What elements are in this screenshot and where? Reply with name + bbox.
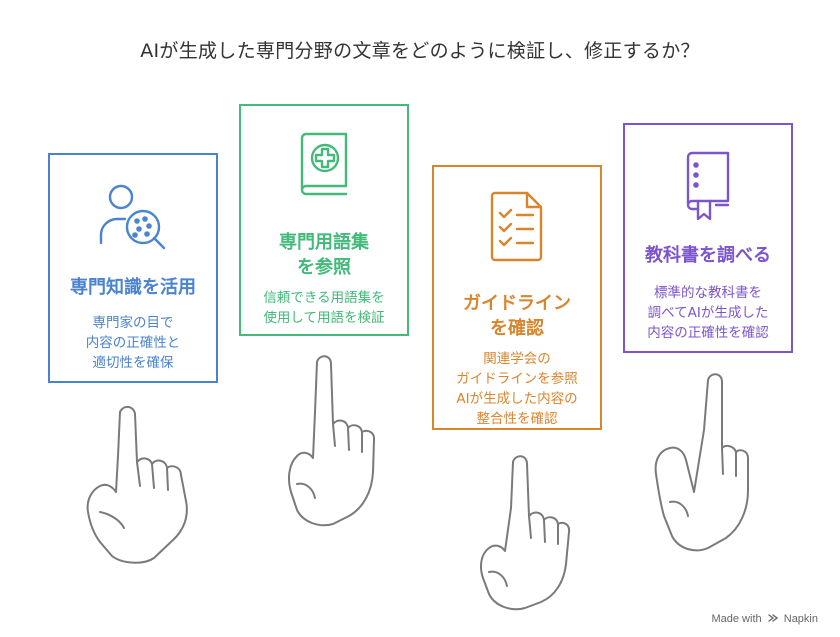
diagram-title: AIが生成した専門分野の文章をどのように検証し、修正するか？	[140, 40, 700, 62]
card-title: 専門用語集 を参照	[279, 232, 369, 278]
card-description: 専門家の目で 内容の正確性と 適切性を確保	[85, 315, 181, 371]
footer-prefix: Made with	[711, 613, 762, 625]
card-description: 関連学会の ガイドラインを参照 AIが生成した内容の 整合性を確認	[456, 351, 578, 427]
medical-book-icon	[241, 130, 407, 202]
card-title: ガイドライン を確認	[463, 293, 571, 339]
card-expert-knowledge: 専門知識を活用 専門家の目で 内容の正確性と 適切性を確保	[48, 153, 218, 383]
card-description: 標準的な教科書を 調べてAIが生成した 内容の正確性を確認	[647, 285, 769, 341]
pointing-hand-icon	[86, 406, 188, 564]
pointing-hand-icon	[480, 455, 571, 611]
card-title: 教科書を調べる	[645, 245, 771, 266]
napkin-attribution: Made with Napkin	[711, 612, 818, 625]
pointing-hand-icon	[288, 355, 376, 527]
card-glossary: 専門用語集 を参照 信頼できる用語集を 使用して用語を検証	[239, 104, 409, 336]
napkin-logo-icon	[767, 614, 778, 622]
expert-magnifier-icon	[50, 181, 216, 253]
card-title: 専門知識を活用	[70, 277, 196, 298]
pointing-hand-icon	[654, 373, 749, 552]
checklist-icon	[434, 189, 600, 263]
bookmark-book-icon	[625, 149, 791, 221]
card-textbook: 教科書を調べる 標準的な教科書を 調べてAIが生成した 内容の正確性を確認	[623, 123, 793, 353]
card-description: 信頼できる用語集を 使用して用語を検証	[263, 290, 385, 326]
footer-brand: Napkin	[783, 613, 818, 625]
card-guidelines: ガイドライン を確認 関連学会の ガイドラインを参照 AIが生成した内容の 整合…	[432, 165, 602, 430]
